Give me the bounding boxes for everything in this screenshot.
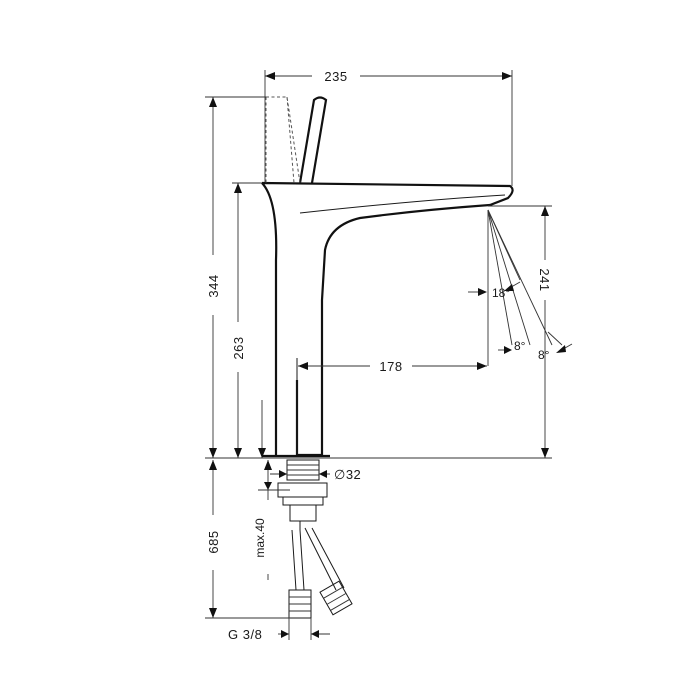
faucet-outline <box>261 181 514 457</box>
dim-outlet-height: 241 <box>488 205 552 458</box>
hose-fitting-right <box>319 580 353 616</box>
dim-spout-height: 263 <box>231 182 262 458</box>
dim-overall-height: 344 <box>205 96 266 458</box>
dim-max-thickness: max.40 <box>253 460 290 580</box>
supply-hose-left <box>291 529 305 591</box>
outlet-height-label: 241 <box>537 268 552 291</box>
angle-8b-label: 8° <box>538 348 550 362</box>
lever-handle <box>298 96 328 184</box>
spout-underside <box>299 194 506 214</box>
lever-open-position <box>265 96 301 184</box>
dim-below-height: 685 <box>205 460 290 619</box>
mounting-assembly <box>277 459 353 619</box>
spray-angle-lines: 18° 8° 8° <box>468 209 573 366</box>
overall-height-label: 344 <box>206 274 221 297</box>
angle-18-label: 18° <box>492 286 510 300</box>
base-diameter-label: ∅32 <box>334 467 361 482</box>
max-thickness-label: max.40 <box>253 518 267 558</box>
mounting-bolt <box>289 504 317 522</box>
angle-8a-label: 8° <box>514 339 526 353</box>
spout-height-label: 263 <box>231 336 246 359</box>
dim-overall-width: 235 <box>264 69 513 186</box>
dim-spout-reach: 178 <box>298 359 487 374</box>
dim-connection-thread: G 3/8 <box>228 618 330 642</box>
below-height-label: 685 <box>206 530 221 553</box>
spout-reach-label: 178 <box>379 359 402 374</box>
dim-base-diameter: ∅32 <box>270 467 361 482</box>
connection-thread-label: G 3/8 <box>228 627 262 642</box>
mounting-washer <box>282 496 324 506</box>
overall-width-label: 235 <box>324 69 347 84</box>
supply-hose-right <box>304 527 345 591</box>
dim-base-offset <box>258 400 266 458</box>
faucet-body <box>261 96 514 458</box>
